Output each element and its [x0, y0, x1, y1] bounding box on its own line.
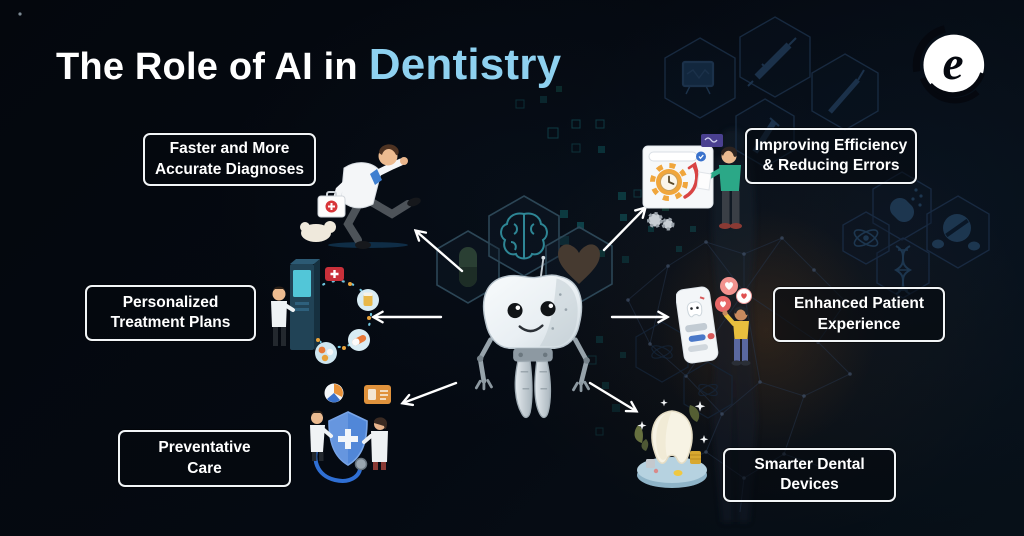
tie [370, 169, 382, 185]
robot-smile [518, 324, 544, 333]
syringe-icon [747, 37, 797, 87]
pill-icon [459, 247, 477, 287]
label-text: Smarter Dental Devices [754, 455, 865, 493]
doctor-right [362, 417, 388, 470]
robot-head [482, 274, 583, 349]
page-title: The Role of AI in Dentistry [56, 40, 561, 90]
e-swirl-logo-icon: e [912, 25, 985, 104]
brain-icon [500, 212, 548, 260]
arrow-to-improving-efficiency [602, 208, 645, 252]
label-text: Preventative Care [158, 439, 251, 477]
arrow-to-preventative-care [403, 381, 458, 403]
small-gears-icon [647, 212, 675, 231]
label-box-preventative-care: Preventative Care [118, 430, 291, 487]
platform-items [646, 451, 701, 476]
analyst-figure [696, 146, 742, 229]
robot-pelvis [513, 348, 553, 362]
label-text: Enhanced Patient Experience [793, 295, 925, 333]
label-box-faster-diagnoses: Faster and More Accurate Diagnoses [143, 133, 316, 186]
patient-experience-illustration [676, 277, 752, 366]
dust-cloud [300, 221, 336, 242]
chat-phone [676, 286, 719, 364]
atom-icon [853, 229, 879, 247]
capsule-icon [890, 188, 923, 223]
kiosk [290, 259, 320, 350]
label-text: Faster and More Accurate Diagnoses [154, 140, 305, 178]
chart-bubble-icon [324, 383, 344, 403]
protection-shield [328, 411, 368, 466]
sparkles [637, 399, 709, 444]
scaler-icon [828, 69, 865, 114]
patient-figure [722, 306, 751, 366]
smart-tooth [651, 410, 693, 464]
gear-clock-icon [650, 163, 688, 201]
efficiency-illustration [642, 134, 742, 231]
label-box-personalized-plans: Personalized Treatment Plans [85, 285, 256, 341]
doctor-left [310, 410, 333, 461]
treatment-plan-illustration [271, 259, 379, 364]
title-prefix: The Role of AI in [56, 46, 358, 88]
label-box-improving-efficiency: Improving Efficiency & Reducing Errors [745, 128, 917, 184]
heart-icon [558, 244, 600, 284]
title-accent: Dentistry [368, 40, 562, 89]
svg-text:e: e [942, 38, 963, 90]
legs [343, 196, 412, 244]
running-doctor-illustration [300, 144, 421, 249]
tablets-node-icon [315, 342, 337, 364]
ambient-glow [656, 210, 876, 450]
pill-bottle-icon [357, 289, 379, 311]
arrow-to-faster-diagnoses [416, 231, 464, 273]
label-box-patient-experience: Enhanced Patient Experience [773, 287, 945, 342]
cycle-dotted-circle [303, 279, 373, 349]
monitor-icon [681, 60, 715, 95]
label-box-smarter-devices: Smarter Dental Devices [723, 448, 896, 502]
ai-tooth-robot [474, 255, 590, 419]
robot-legs [514, 360, 552, 419]
first-aid-kit [317, 191, 346, 218]
first-aid-box-icon [325, 267, 344, 281]
heart-bubbles [715, 277, 752, 312]
smart-tooth-illustration [634, 399, 709, 488]
arrow-to-smarter-devices [588, 381, 636, 411]
pills-icon [932, 214, 980, 251]
leaves [634, 405, 700, 451]
center-hexagons [436, 195, 613, 304]
patient-figure [271, 286, 295, 346]
preventative-care-illustration [310, 383, 391, 483]
capsule-node-icon [348, 329, 370, 351]
label-text: Improving Efficiency & Reducing Errors [754, 136, 908, 174]
report-card-icon [364, 385, 391, 404]
label-text: Personalized Treatment Plans [110, 293, 231, 331]
purple-tag-icon [701, 134, 723, 147]
